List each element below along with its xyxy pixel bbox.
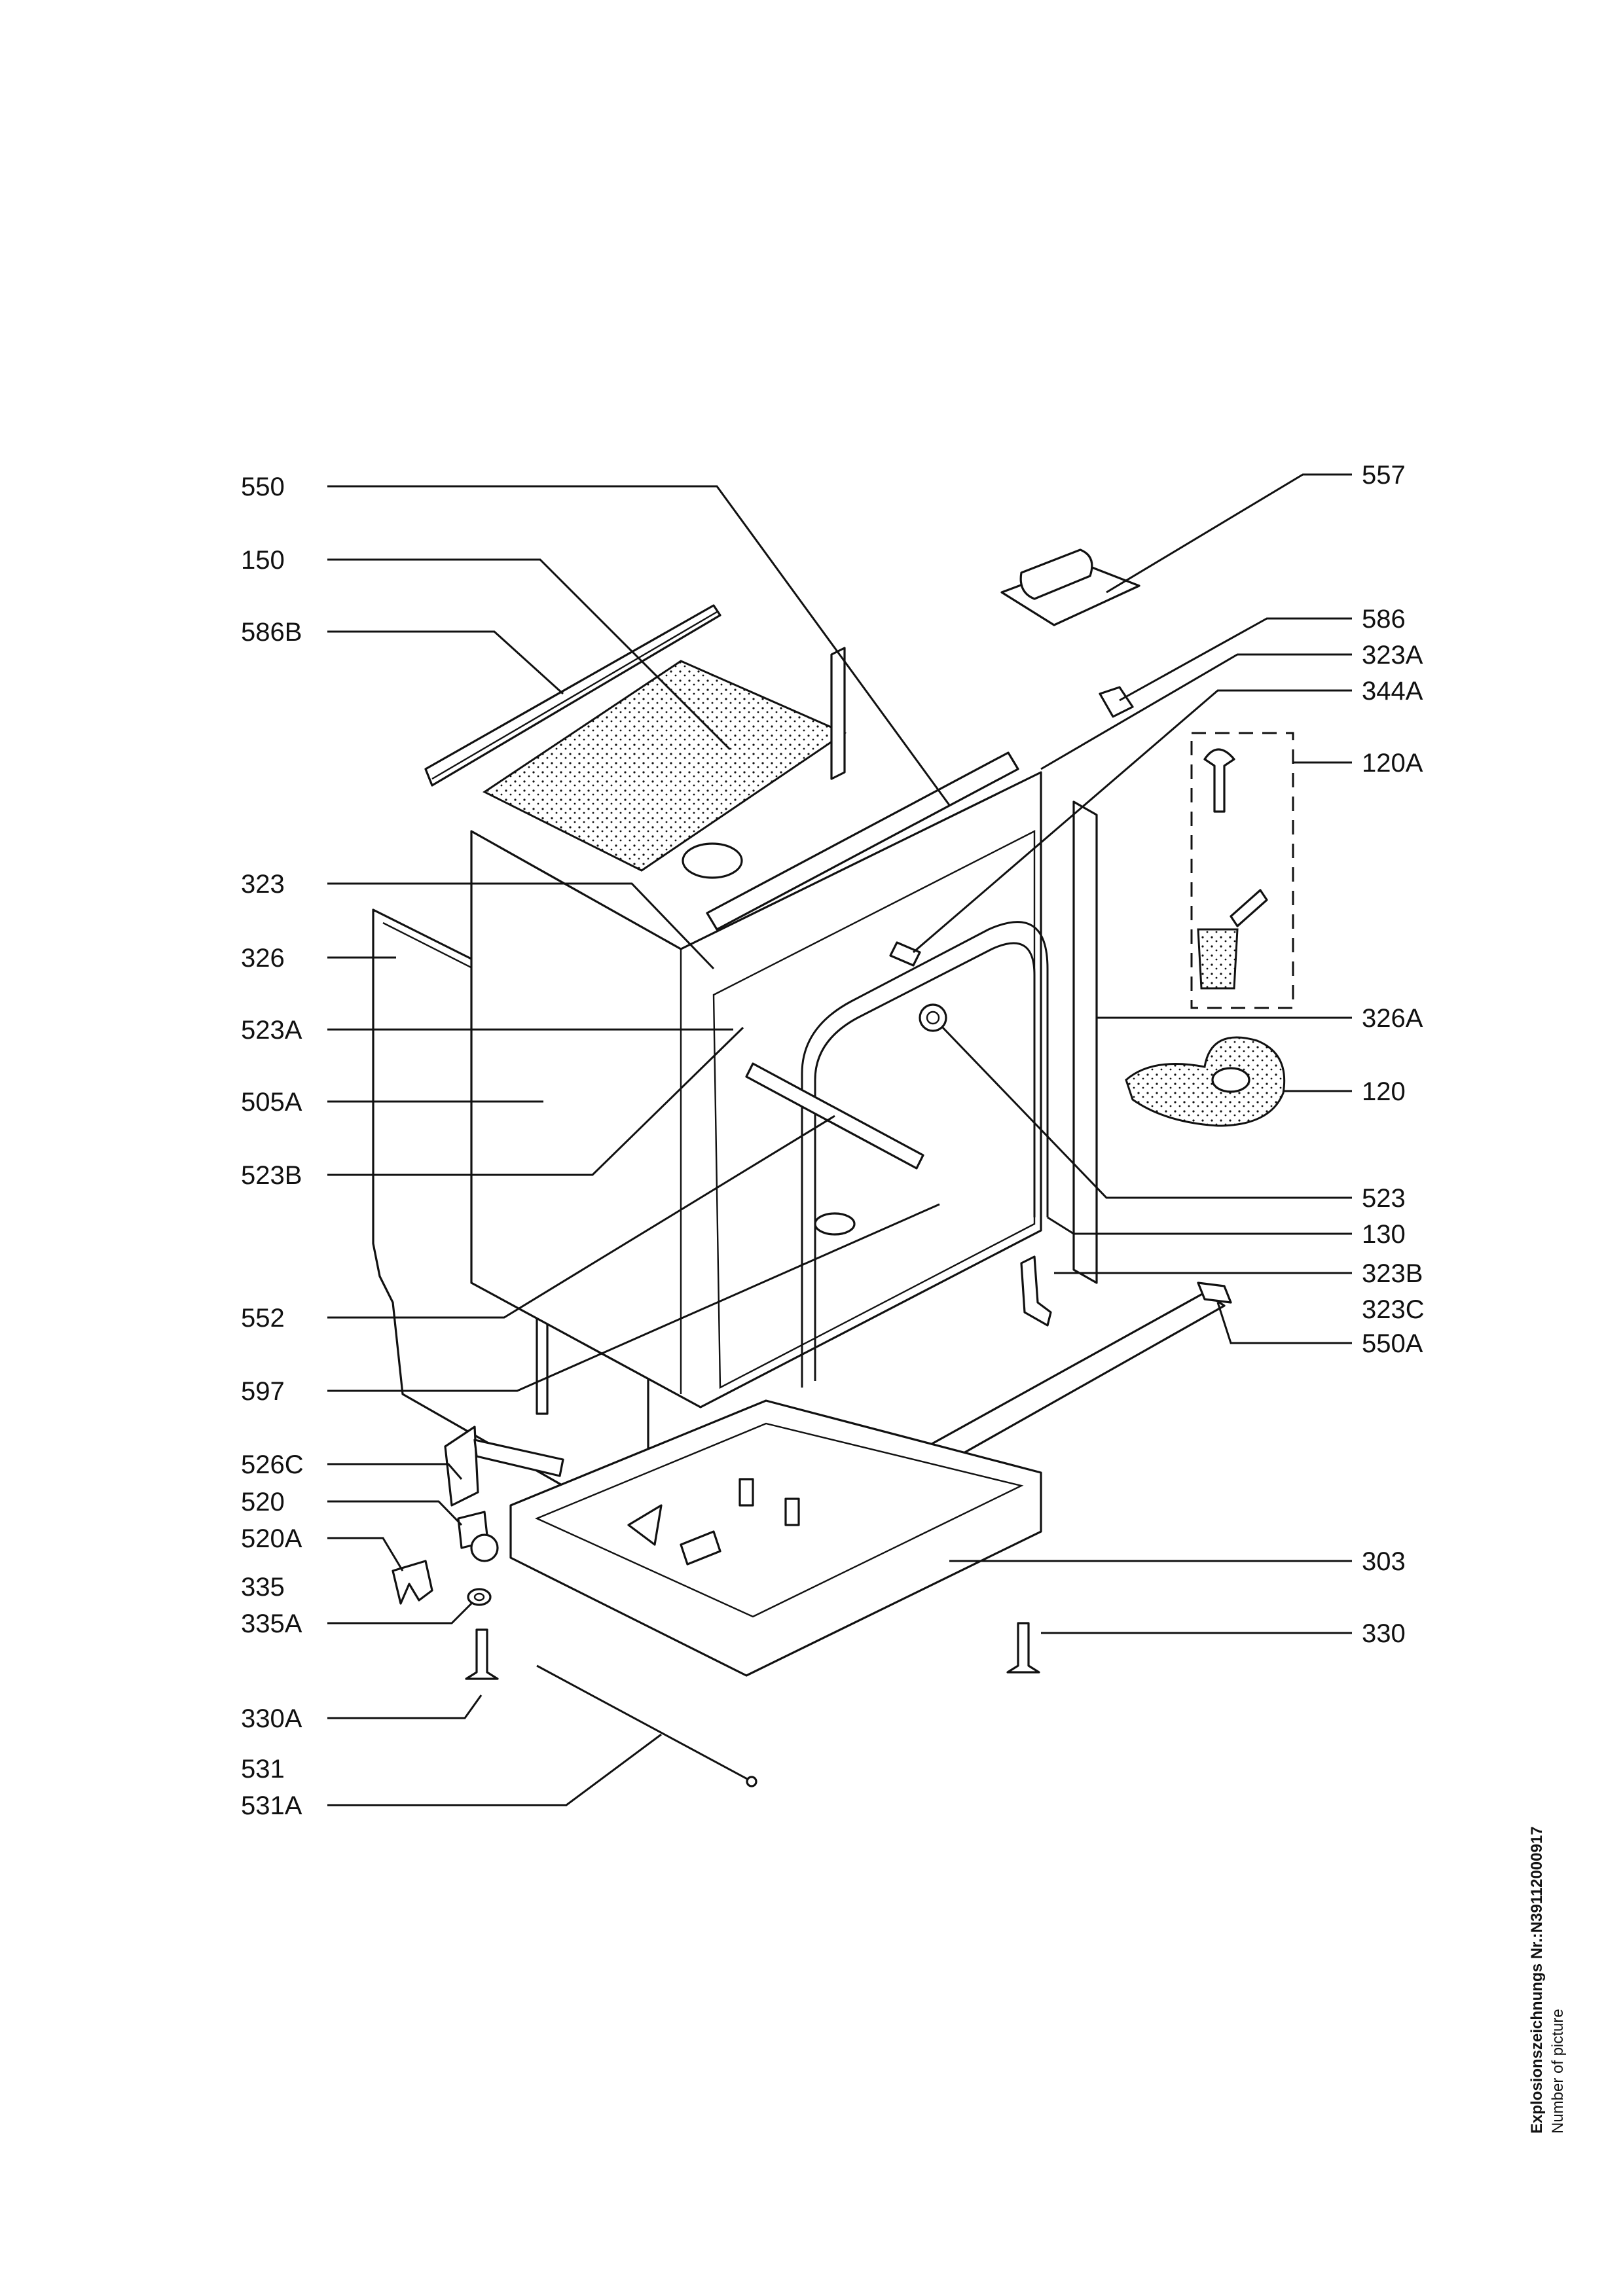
part-523-round <box>919 1003 947 1032</box>
label-303: 303 <box>1362 1547 1406 1576</box>
label-520A: 520A <box>241 1524 302 1553</box>
part-550-frame <box>830 647 846 780</box>
part-344A <box>889 941 921 967</box>
part-531-rod <box>536 1664 750 1782</box>
label-586B: 586B <box>241 618 302 647</box>
label-323: 323 <box>241 870 285 899</box>
label-505A: 505A <box>241 1088 302 1117</box>
label-323C: 323C <box>1362 1295 1425 1324</box>
label-344A: 344A <box>1362 677 1423 706</box>
part-520A-clip <box>392 1560 433 1605</box>
part-tub-body <box>470 771 1042 1408</box>
part-150-mat <box>483 660 847 872</box>
part-335-washer <box>467 1588 492 1606</box>
label-335A: 335A <box>241 1609 302 1638</box>
label-120A: 120A <box>1362 749 1423 778</box>
label-323B: 323B <box>1362 1259 1423 1288</box>
label-550: 550 <box>241 473 285 501</box>
label-120: 120 <box>1362 1077 1406 1106</box>
label-326A: 326A <box>1362 1004 1423 1033</box>
part-120A-filter <box>1197 928 1239 990</box>
parts-illustration <box>372 548 1294 1787</box>
part-120A-group-box <box>1190 732 1294 1009</box>
label-150: 150 <box>241 546 285 575</box>
part-303-base <box>509 1399 1042 1677</box>
drawing-number-caption: Number of picture <box>1549 2009 1567 2134</box>
label-531: 531 <box>241 1755 285 1784</box>
label-523A: 523A <box>241 1016 302 1045</box>
part-120A-upper <box>1203 748 1235 813</box>
label-523B: 523B <box>241 1161 302 1190</box>
leader-lines <box>327 473 1352 1806</box>
label-520: 520 <box>241 1488 285 1516</box>
part-330-screw <box>1006 1622 1040 1674</box>
label-531A: 531A <box>241 1791 302 1820</box>
label-335: 335 <box>241 1573 285 1602</box>
label-523: 523 <box>1362 1184 1406 1213</box>
label-330A: 330A <box>241 1704 302 1733</box>
drawing-number-label: Explosionszeichnungs Nr.:N39112000917 <box>1528 1826 1546 2134</box>
part-526C-bracket <box>444 1426 479 1507</box>
drawing-number-block: Explosionszeichnungs Nr.:N39112000917 Nu… <box>1528 1826 1567 2134</box>
label-130: 130 <box>1362 1220 1406 1249</box>
label-586: 586 <box>1362 605 1406 634</box>
label-557: 557 <box>1362 461 1406 490</box>
part-130-door-seal <box>801 921 1049 1388</box>
label-552: 552 <box>241 1304 285 1333</box>
label-326: 326 <box>241 944 285 973</box>
part-586-clip <box>1099 686 1134 718</box>
part-330A-screw <box>465 1628 499 1680</box>
label-526C: 526C <box>241 1450 304 1479</box>
right-labels: 557 586 323A 344A 120A 326A 120 523 130 … <box>1362 461 1425 1648</box>
label-323A: 323A <box>1362 641 1423 670</box>
label-330: 330 <box>1362 1619 1406 1648</box>
label-597: 597 <box>241 1377 285 1406</box>
part-326A-side-panel <box>1072 800 1098 1284</box>
part-120-filter-plate <box>1125 1036 1286 1127</box>
part-323B-bracket <box>1020 1255 1052 1327</box>
left-labels: 550 150 586B 323 326 523A 505A 523B 552 … <box>241 473 304 1820</box>
label-550A: 550A <box>1362 1329 1423 1358</box>
